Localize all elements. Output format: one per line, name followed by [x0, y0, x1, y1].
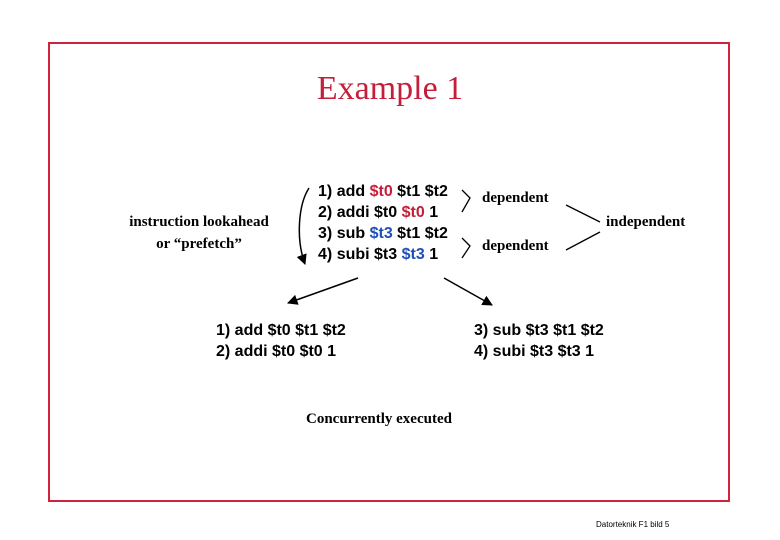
prefetch-bracket-arrow [296, 187, 310, 265]
instr-op: sub [336, 225, 366, 242]
slide-frame [48, 42, 730, 502]
instr-arg: $t0 [401, 204, 425, 221]
slide-title: Example 1 [316, 70, 464, 107]
instr-arg: $t1 [397, 183, 421, 200]
left-result-group: 1) add $t0 $t1 $t2 2) addi $t0 $t0 1 [216, 320, 346, 362]
instr-op: addi [336, 204, 370, 221]
instruction-3: 3) sub $t3 $t1 $t2 [318, 223, 448, 244]
instr-num: 4) [318, 246, 333, 263]
instruction-list: 1) add $t0 $t1 $t2 2) addi $t0 $t0 1 3) … [318, 181, 448, 265]
right-result-line-1: 3) sub $t3 $t1 $t2 [474, 322, 604, 339]
instr-num: 2) [318, 204, 333, 221]
instr-op: subi [336, 246, 370, 263]
independent-line-2 [565, 231, 601, 251]
instr-op: add [336, 183, 366, 200]
right-result-line-2: 4) subi $t3 $t3 1 [474, 343, 595, 360]
instr-arg: $t0 [369, 183, 393, 200]
left-result-line-1: 1) add $t0 $t1 $t2 [216, 322, 346, 339]
instr-arg: $t2 [424, 183, 448, 200]
dependency-bracket-1 [461, 189, 471, 213]
instr-arg: $t3 [374, 246, 398, 263]
instruction-1: 1) add $t0 $t1 $t2 [318, 181, 448, 202]
instr-num: 1) [318, 183, 333, 200]
slide-footer: Datorteknik F1 bild 5 [596, 520, 670, 529]
instr-arg: $t3 [369, 225, 393, 242]
dependent-label-2: dependent [482, 238, 549, 254]
instr-arg: $t1 [397, 225, 421, 242]
right-result-group: 3) sub $t3 $t1 $t2 4) subi $t3 $t3 1 [474, 320, 604, 362]
instr-arg: $t2 [424, 225, 448, 242]
independent-label: independent [606, 214, 686, 230]
dependent-label-1: dependent [482, 190, 549, 206]
left-result-line-2: 2) addi $t0 $t0 1 [216, 343, 337, 360]
instr-num: 3) [318, 225, 333, 242]
instruction-2: 2) addi $t0 $t0 1 [318, 202, 448, 223]
instr-arg: $t0 [374, 204, 398, 221]
lookahead-line-1: instruction lookahead [129, 214, 269, 230]
split-arrow-right [443, 277, 493, 306]
instr-arg: $t3 [401, 246, 425, 263]
split-arrow-left [287, 277, 359, 305]
dependency-bracket-2 [461, 237, 471, 259]
lookahead-label: instruction lookahead or “prefetch” [104, 211, 294, 255]
independent-line-1 [565, 204, 601, 223]
instruction-4: 4) subi $t3 $t3 1 [318, 244, 448, 265]
instr-arg: 1 [429, 204, 439, 221]
lookahead-line-2: or “prefetch” [156, 236, 242, 252]
concurrent-label: Concurrently executed [306, 411, 452, 427]
instr-arg: 1 [429, 246, 439, 263]
